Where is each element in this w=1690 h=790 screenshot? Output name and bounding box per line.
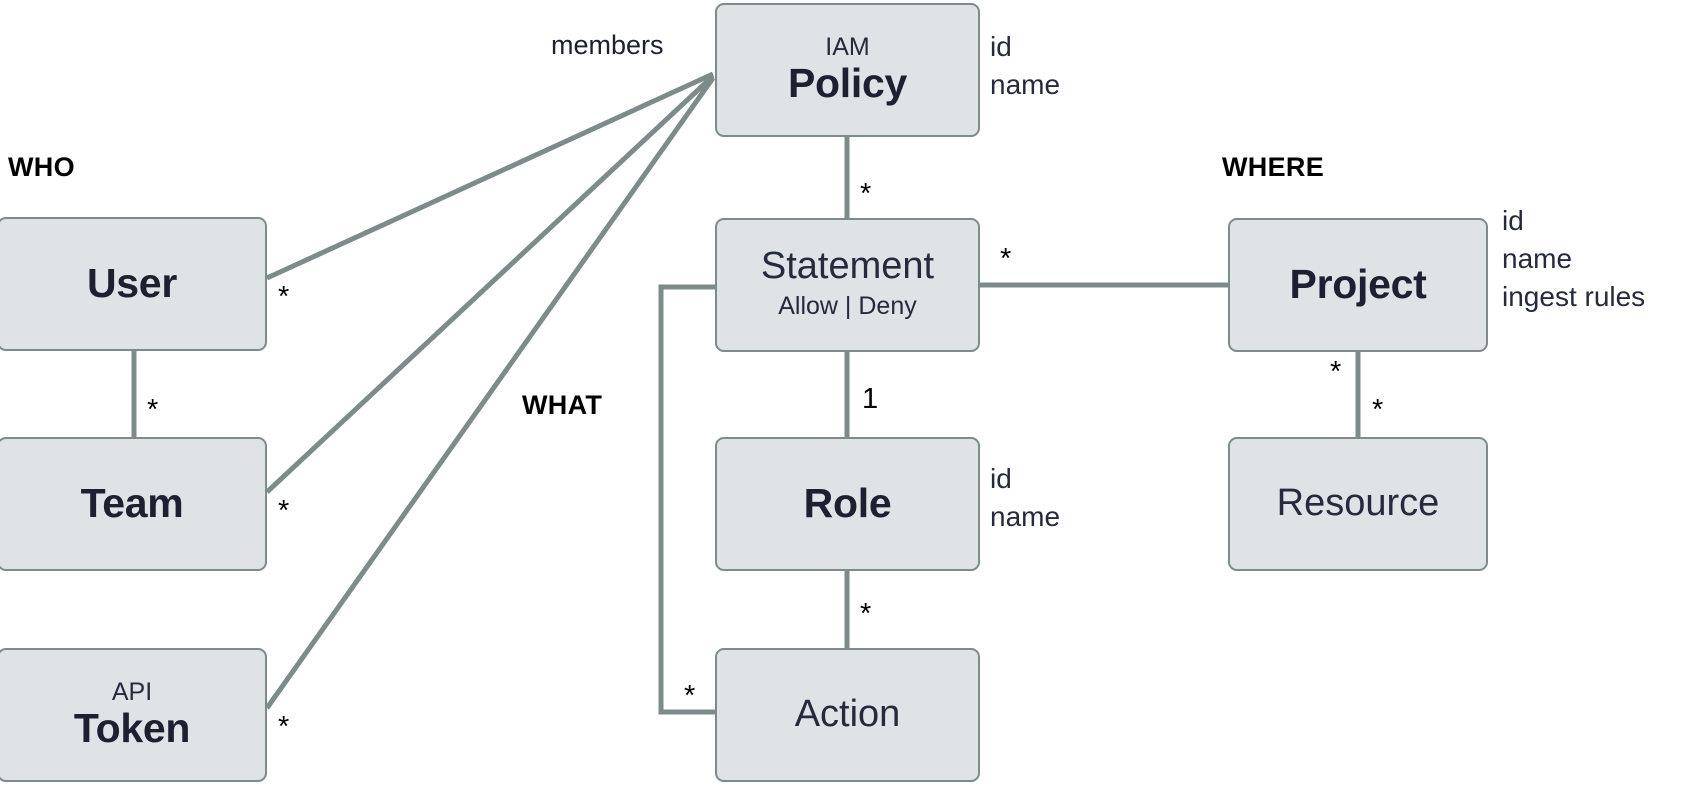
group-label-who: WHO (8, 152, 75, 182)
node-user-name: User (87, 260, 177, 307)
cardinality-project-resource-top: * (1330, 356, 1342, 388)
node-resource[interactable]: Resource (1228, 437, 1488, 571)
node-user[interactable]: User (0, 217, 267, 351)
attr-role-id: id (990, 463, 1012, 494)
node-statement-name: Statement (760, 245, 935, 288)
node-resource-name: Resource (1276, 482, 1440, 525)
cardinality-role-action: * (860, 598, 872, 630)
node-statement[interactable]: Statement Allow | Deny (715, 218, 980, 352)
attr-policy-id: id (990, 31, 1012, 62)
cardinality-statement-action: * (684, 680, 696, 712)
attr-project-id: id (1502, 205, 1524, 236)
attr-policy-name: name (990, 69, 1061, 101)
attr-role-name: name (990, 501, 1061, 533)
edge-label-members: members (551, 30, 664, 60)
node-api-token-sub: API (111, 678, 153, 707)
node-api-token[interactable]: API Token (0, 648, 267, 782)
node-team-name: Team (80, 480, 184, 527)
node-api-token-name: Token (73, 704, 191, 751)
edge-user-policy (265, 71, 715, 281)
cardinality-statement-role: 1 (862, 383, 879, 415)
node-statement-condition: Allow | Deny (778, 292, 917, 321)
attrs-role: id name (990, 460, 1060, 536)
edge-team-policy (265, 74, 715, 494)
edge-statement-action (658, 284, 715, 715)
node-action-name: Action (794, 693, 901, 736)
attrs-policy: id name (990, 28, 1060, 104)
cardinality-token-policy: * (278, 711, 290, 743)
group-label-where: WHERE (1222, 152, 1324, 182)
node-policy-name: Policy (788, 59, 907, 106)
node-policy[interactable]: IAM Policy (715, 3, 980, 137)
node-team[interactable]: Team (0, 437, 267, 571)
attr-project-ingest-rules: ingest rules (1502, 281, 1646, 313)
attrs-project: id name ingest rules (1502, 202, 1645, 316)
cardinality-policy-statement: * (860, 178, 872, 210)
cardinality-user-policy: * (278, 281, 290, 313)
node-project-name: Project (1289, 261, 1427, 308)
node-role[interactable]: Role (715, 437, 980, 571)
cardinality-statement-project: * (1000, 243, 1012, 275)
group-label-what: WHAT (522, 390, 603, 420)
edge-token-policy (264, 76, 716, 710)
node-action[interactable]: Action (715, 648, 980, 782)
cardinality-user-team: * (147, 394, 159, 426)
attr-project-name: name (1502, 243, 1573, 275)
cardinality-team-policy: * (278, 495, 290, 527)
cardinality-project-resource-bottom: * (1372, 394, 1384, 426)
node-role-name: Role (803, 480, 892, 527)
node-policy-sub: IAM (825, 33, 870, 62)
node-project[interactable]: Project (1228, 218, 1488, 352)
